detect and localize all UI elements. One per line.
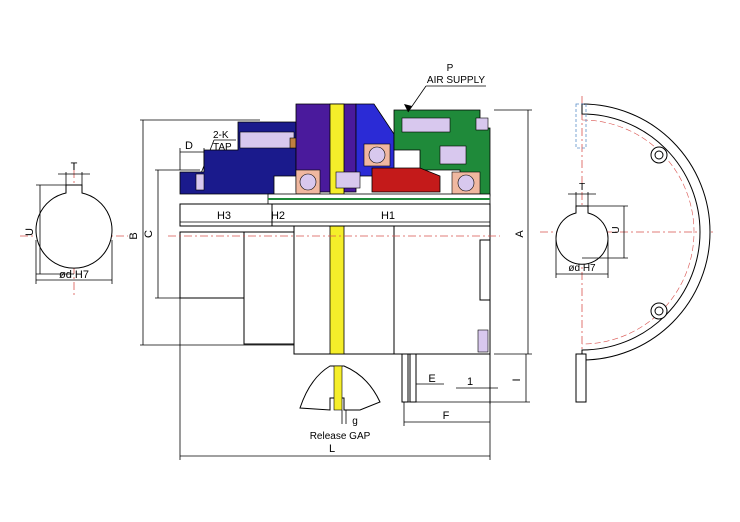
label-d-left: ød H7	[59, 269, 89, 281]
hub-lower-flange	[243, 231, 295, 345]
label-tap-top: 2-K	[213, 130, 229, 141]
label-L: L	[329, 443, 335, 455]
h-dimensions: H3 H2 H1	[180, 210, 490, 223]
label-E: E	[428, 373, 435, 385]
release-gap-detail: g Release GAP	[299, 365, 381, 442]
mount-hole-bottom-inner	[654, 306, 664, 316]
label-release-gap: Release GAP	[310, 431, 371, 442]
housing-plug	[475, 117, 489, 131]
label-T-right: T	[579, 182, 585, 193]
housing-bolt	[401, 117, 451, 133]
upper-section-view	[168, 103, 500, 237]
label-H3: H3	[217, 210, 231, 222]
label-C: C	[143, 230, 155, 238]
left-bore-with-keyway	[35, 184, 113, 269]
label-tap-bottom: TAP	[213, 142, 232, 153]
pin-dimensions: E 1 F I	[403, 354, 530, 426]
spring-left	[335, 171, 361, 189]
label-U-right: U	[611, 226, 622, 233]
outer-dimensions: B C D 2-K TAP	[128, 119, 300, 346]
lower-external-view	[179, 225, 491, 403]
pitch-circle	[581, 119, 695, 345]
label-1: 1	[467, 376, 473, 388]
label-A: A	[514, 230, 526, 238]
release-gap-disc	[333, 365, 343, 411]
label-U-left: U	[24, 228, 36, 236]
L-dimension: L	[179, 298, 491, 460]
air-supply-callout: P AIR SUPPLY	[404, 63, 486, 113]
air-supply-leader	[407, 85, 427, 113]
hub-bolt	[239, 131, 295, 149]
anchor-pin-2	[409, 353, 417, 403]
tap-hole	[195, 173, 205, 191]
hub-lower-h3	[179, 231, 245, 299]
label-B: B	[128, 232, 140, 239]
label-air-supply: AIR SUPPLY	[427, 75, 485, 86]
label-F: F	[443, 410, 450, 422]
label-H1: H1	[381, 210, 395, 222]
piston-section-red	[371, 167, 441, 193]
lower-bolt	[477, 329, 489, 353]
housing-lower-step	[479, 239, 491, 301]
label-d-right: ød H7	[568, 263, 596, 274]
label-I: I	[511, 378, 523, 381]
A-dimension: A	[494, 109, 532, 355]
housing-lower	[393, 225, 491, 355]
bearing-left-ball	[299, 173, 317, 191]
label-g: g	[352, 416, 358, 427]
mount-hole-top-inner	[654, 150, 664, 160]
bearing-middle-ball	[368, 146, 386, 164]
label-P: P	[447, 63, 454, 74]
label-H2: H2	[271, 210, 285, 222]
bottom-anchor-pin	[575, 353, 587, 403]
bore-upper-h1	[271, 203, 491, 227]
air-supply-arrowhead	[404, 104, 412, 112]
label-T-left: T	[71, 161, 78, 173]
anchor-pin-1	[401, 353, 409, 403]
right-bore-with-keyway	[555, 205, 609, 265]
top-pin-hidden	[575, 103, 587, 149]
left-bore-end-view: T U ød H7	[20, 161, 128, 296]
bearing-right-ball	[457, 174, 475, 192]
right-end-view: T U ød H7	[540, 96, 716, 403]
label-D: D	[185, 140, 193, 152]
spring-right	[439, 145, 467, 165]
friction-disc-lower	[329, 225, 345, 355]
